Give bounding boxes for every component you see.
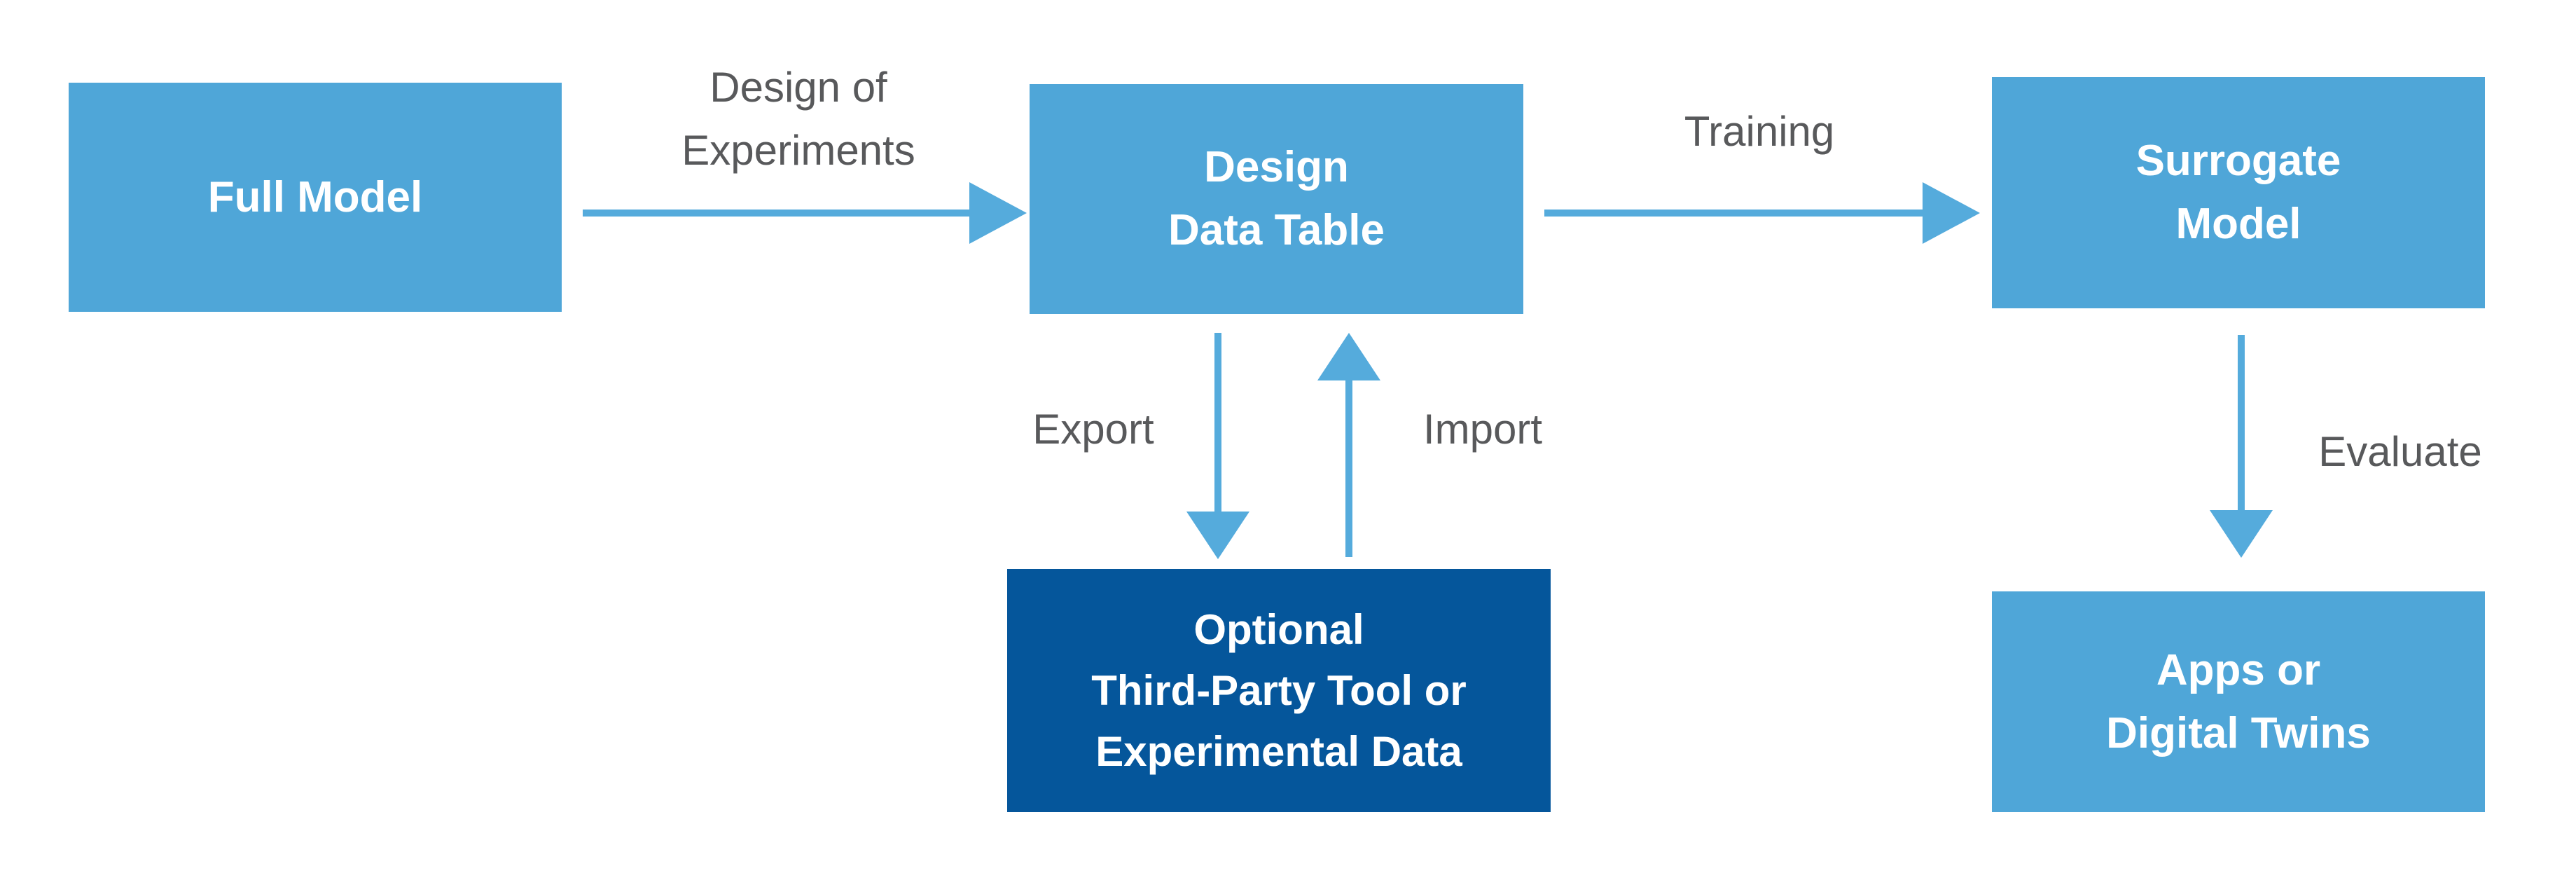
apps-digital-twins-node: Apps or Digital Twins [1992,591,2485,812]
export-arrowhead-icon [1186,512,1249,559]
doe-arrowhead-icon [969,182,1027,244]
training-arrow-line [1544,210,1923,217]
evaluate-label: Evaluate [2318,428,2482,475]
evaluate-arrowhead-icon [2210,510,2273,558]
import-label: Import [1422,406,1543,453]
training-label: Training [1684,108,1835,155]
full-model-node: Full Model [69,83,562,312]
evaluate-arrow-line [2238,335,2245,510]
design-data-table-node: Design Data Table [1030,84,1523,314]
import-arrow-line [1345,380,1352,557]
export-label: Export [1032,406,1154,453]
design-of-experiments-label: Design of Experiments [681,64,915,174]
training-arrowhead-icon [1923,182,1980,244]
export-arrow-line [1214,333,1221,512]
doe-arrow-line [583,210,969,217]
third-party-tool-node: Optional Third-Party Tool or Experimenta… [1007,569,1551,812]
import-arrowhead-icon [1317,333,1380,380]
surrogate-model-node: Surrogate Model [1992,77,2485,308]
